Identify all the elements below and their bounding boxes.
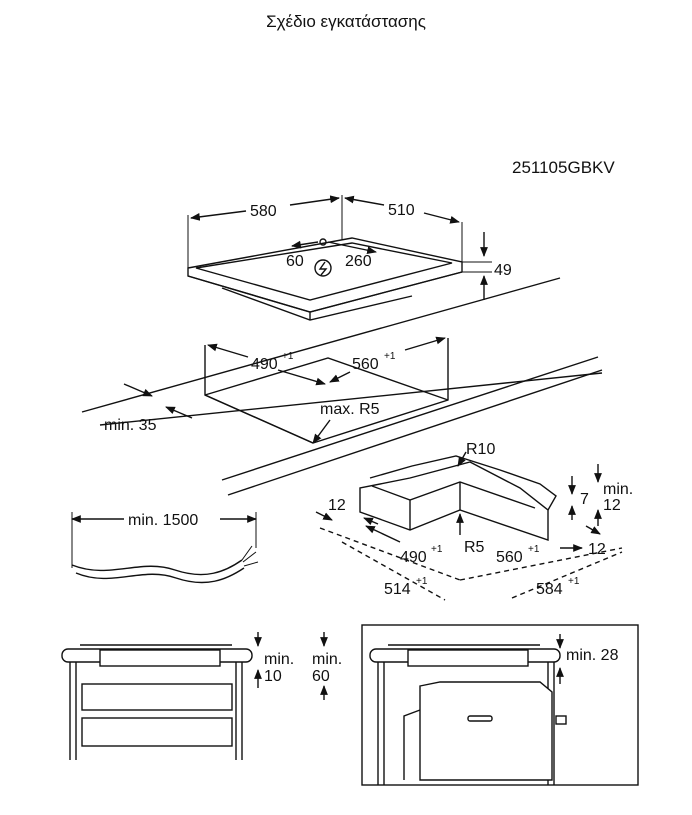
frame-inner-depth-tolerance: +1 [528, 544, 540, 555]
front-distance-dimension [123, 383, 153, 397]
frame-inner-width-tolerance: +1 [431, 544, 443, 555]
hob-depth-dimension [344, 195, 385, 206]
frame-inner-depth-label: 560 [496, 549, 523, 566]
frame-outer-depth-line [459, 547, 623, 581]
cutout-depth-label: 560 [352, 356, 379, 373]
cutout-outline [204, 338, 449, 444]
terminal-x-label: 60 [286, 253, 304, 270]
frame-top-outline [369, 455, 557, 511]
oven-section-frame [361, 624, 639, 786]
oven-knob [555, 715, 567, 725]
terminal-x-dimension [291, 240, 319, 249]
drawer-gap-label: min. [264, 651, 294, 668]
oven-body [419, 681, 553, 781]
worktop-front-line-a [99, 372, 603, 426]
hob-top-surface [187, 237, 463, 313]
worktop-edge-line [221, 356, 599, 481]
drawer-1 [81, 683, 233, 711]
worktop-front-line-b [227, 369, 603, 496]
cutout-depth-tolerance: +1 [384, 351, 396, 362]
outer-radius-label: R10 [466, 441, 495, 458]
drawer-2 [81, 717, 233, 747]
power-connection-icon [314, 259, 332, 277]
cutout-depth-dimension [329, 371, 351, 383]
cutout-width-dimension [207, 343, 249, 358]
worktop-back-line [81, 277, 561, 413]
cable-drawing: min. 1500 [71, 512, 259, 584]
hob-glass-edge [195, 242, 453, 301]
oven-handle [467, 715, 493, 722]
page-title: Σχέδιο εγκατάστασης [266, 12, 426, 31]
hob-body-section [99, 649, 221, 667]
drawer-gap2-value: 60 [312, 668, 330, 685]
left-border-label: 12 [328, 497, 346, 514]
step-min-label: min. [603, 481, 633, 498]
worktop-cutout-drawing: 490 +1 560 +1 min. 35 max. R5 [81, 277, 603, 496]
front-distance-label: min. 35 [104, 417, 157, 434]
cutout-width-label: 490 [251, 356, 278, 373]
model-code: 251105GBKV [512, 158, 615, 177]
terminal-y-label: 260 [345, 253, 372, 270]
hob-width-label: 580 [250, 203, 277, 220]
corner-radius-label: max. R5 [320, 401, 380, 418]
hob-width-dimension [190, 210, 247, 221]
frame-inner-width-label: 490 [400, 549, 427, 566]
oven-hob-body-section [407, 649, 529, 667]
power-cable [71, 559, 243, 576]
frame-body [359, 461, 549, 541]
terminal-y-dimension [327, 241, 377, 255]
step-min-value: 12 [603, 497, 621, 514]
inner-radius-label: R5 [464, 539, 485, 556]
oven-gap-label: min. 28 [566, 647, 619, 664]
cable-wire-ends [241, 545, 259, 567]
drawer-gap-value: 10 [264, 668, 282, 685]
frame-outer-width-label: 514 [384, 581, 411, 598]
drawer-gap2-label: min. [312, 651, 342, 668]
right-border-label: 12 [588, 541, 606, 558]
drawer-section-drawing: min. 10 min. 60 [61, 632, 342, 760]
step-height-label: 7 [580, 491, 589, 508]
frame-outer-depth-tolerance: +1 [568, 576, 580, 587]
hob-depth-label: 510 [388, 202, 415, 219]
frame-outer-width-tolerance: +1 [416, 576, 428, 587]
frame-detail-drawing: R10 R5 12 490 +1 560 +1 514 +1 584 +1 12… [315, 441, 633, 601]
frame-outer-width-line [319, 527, 461, 581]
cutout-width-tolerance: +1 [282, 351, 294, 362]
hob-drawing: 580 510 49 60 260 [187, 195, 512, 321]
hob-height-label: 49 [494, 262, 512, 279]
frame-outer-depth-label: 584 [536, 581, 563, 598]
cable-length-label: min. 1500 [128, 512, 198, 529]
oven-section-drawing: min. 28 [361, 624, 639, 786]
